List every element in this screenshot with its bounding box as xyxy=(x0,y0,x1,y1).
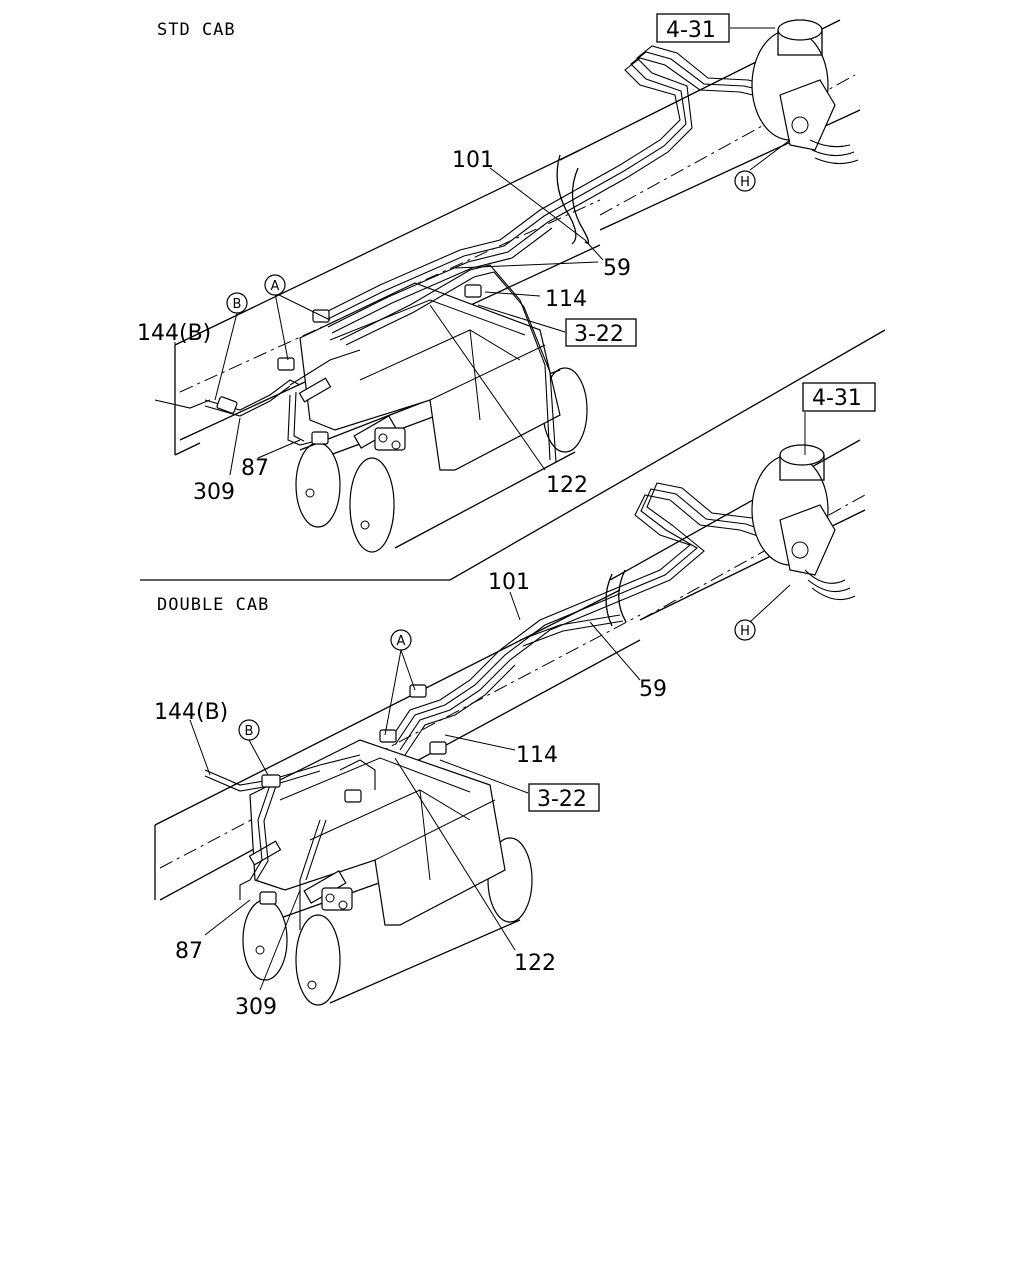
ref-label: 4-31 xyxy=(812,386,862,411)
callout-h: H xyxy=(734,170,756,192)
callout-h: H xyxy=(734,619,756,641)
section-title-double-cab: DOUBLE CAB xyxy=(157,595,269,615)
pipe-101-run xyxy=(389,482,779,756)
callout-b: B xyxy=(226,292,248,314)
air-tank-front xyxy=(349,457,395,553)
ref-box-3-22: 3-22 xyxy=(565,318,637,347)
pipe-101-run xyxy=(319,45,781,334)
brake-chamber xyxy=(751,444,856,601)
label-114: 114 xyxy=(516,743,558,768)
air-tank-rear xyxy=(295,442,341,528)
ref-label: 3-22 xyxy=(537,787,587,812)
svg-text:H: H xyxy=(740,624,750,639)
double-cab-section: DOUBLE CAB xyxy=(154,382,876,1020)
frame-rail xyxy=(154,439,866,901)
section-title-std-cab: STD CAB xyxy=(157,20,236,40)
ref-box-3-22: 3-22 xyxy=(528,783,600,812)
label-309: 309 xyxy=(235,995,277,1020)
label-114: 114 xyxy=(545,287,587,312)
label-122: 122 xyxy=(546,473,588,498)
label-59: 59 xyxy=(639,677,667,702)
std-cab-section: STD CAB xyxy=(137,13,861,553)
callout-b: B xyxy=(238,719,260,741)
ref-label: 4-31 xyxy=(666,18,716,43)
crossmember-bracket xyxy=(248,739,506,926)
pipe-59-run xyxy=(519,614,624,647)
pipe-309-87 xyxy=(154,284,482,446)
label-144b: 144(B) xyxy=(154,700,228,725)
label-101: 101 xyxy=(452,148,494,173)
label-144b: 144(B) xyxy=(137,321,211,346)
air-tank-front xyxy=(295,914,341,1006)
callout-a: A xyxy=(264,274,286,296)
svg-text:A: A xyxy=(271,279,280,294)
leader-lines-std xyxy=(174,27,791,476)
ref-box-4-31: 4-31 xyxy=(802,382,876,412)
brake-chamber xyxy=(751,19,859,165)
label-101: 101 xyxy=(488,570,530,595)
ref-box-4-31: 4-31 xyxy=(656,13,730,43)
label-87: 87 xyxy=(241,456,269,481)
pipe-309-87 xyxy=(204,684,447,930)
pipe-59-run xyxy=(339,264,557,463)
valve-unit xyxy=(374,427,406,451)
leader-lines-double xyxy=(189,412,806,991)
label-87: 87 xyxy=(175,939,203,964)
ref-label: 3-22 xyxy=(574,322,624,347)
valve-unit xyxy=(321,887,353,911)
crossmember-bracket xyxy=(298,282,561,471)
label-122: 122 xyxy=(514,951,556,976)
label-59: 59 xyxy=(603,256,631,281)
svg-text:H: H xyxy=(740,175,750,190)
svg-text:A: A xyxy=(397,634,406,649)
svg-text:B: B xyxy=(245,724,254,739)
section-divider xyxy=(140,329,886,581)
svg-text:B: B xyxy=(233,297,242,312)
callout-a: A xyxy=(390,629,412,651)
label-309: 309 xyxy=(193,480,235,505)
